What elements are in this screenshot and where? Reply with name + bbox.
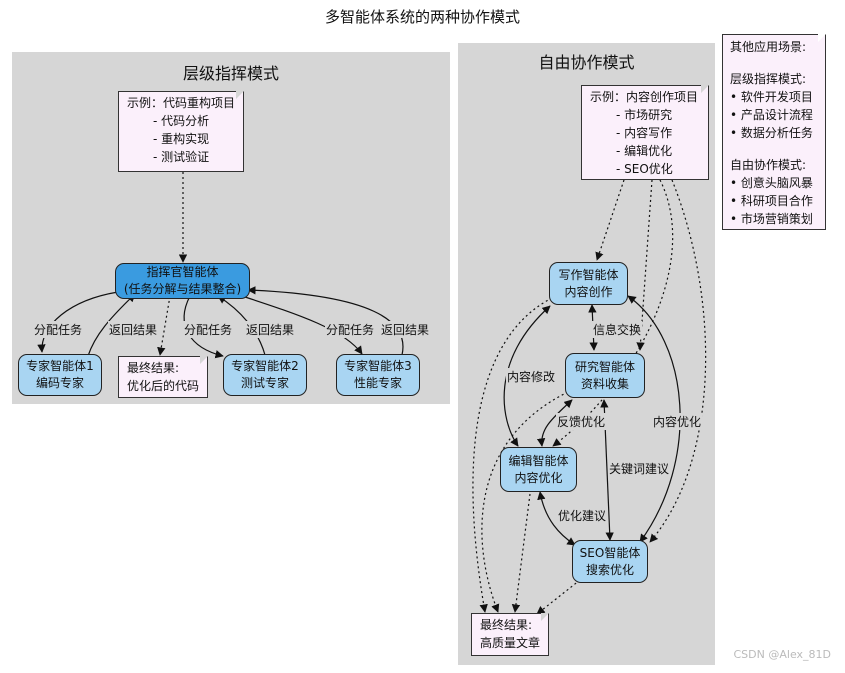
diagram-title: 多智能体系统的两种协作模式: [324, 8, 520, 26]
research-agent: 研究智能体 资料收集: [565, 353, 645, 398]
label-keyword: 关键词建议: [608, 460, 671, 477]
writer-agent: 写作智能体 内容创作: [549, 262, 628, 305]
edge-return-3: [247, 286, 404, 356]
commander-agent: 指挥官智能体 (任务分解与结果整合): [115, 263, 250, 299]
hierarchical-result-note: 最终结果: 优化后的代码: [118, 356, 208, 398]
edge-research-to-result: [481, 391, 569, 613]
edge-seo-to-result: [536, 579, 581, 615]
label-info-exchange: 信息交换: [592, 321, 643, 338]
label-feedback: 反馈优化: [556, 413, 607, 430]
editor-agent: 编辑智能体 内容优化: [500, 447, 577, 492]
label-return-3: 返回结果: [380, 321, 431, 338]
hierarchical-panel: 层级指挥模式: [12, 52, 450, 404]
edge-note-to-seo: [649, 179, 707, 543]
label-assign-2: 分配任务: [183, 321, 234, 338]
edge-assign-1: [37, 291, 119, 353]
edge-writer-seo: [627, 295, 681, 543]
edge-writer-to-result: [472, 297, 553, 613]
label-return-1: 返回结果: [108, 321, 159, 338]
label-content-optimize: 内容优化: [652, 413, 703, 430]
hierarchical-panel-title: 层级指挥模式: [182, 64, 279, 83]
edge-note-to-writer: [595, 179, 625, 261]
watermark: CSDN @Alex_81D: [733, 648, 832, 661]
edge-research-editor: [536, 399, 573, 447]
edge-editor-to-result: [511, 493, 531, 613]
edge-editor-seo: [537, 491, 576, 546]
other-scenarios-note: 其他应用场景: 层级指挥模式: • 软件开发项目 • 产品设计流程 • 数据分析…: [722, 34, 826, 230]
label-suggest: 优化建议: [557, 507, 608, 524]
label-content-modify: 内容修改: [506, 368, 557, 385]
free-collab-panel-title: 自由协作模式: [538, 53, 635, 72]
label-return-2: 返回结果: [245, 321, 296, 338]
edge-assign-3: [241, 295, 363, 355]
edge-note-to-editor: [552, 179, 674, 447]
label-assign-3: 分配任务: [325, 321, 376, 338]
expert-agent-3: 专家智能体3 性能专家: [336, 354, 420, 396]
edge-note-to-research: [636, 179, 653, 351]
label-assign-1: 分配任务: [33, 321, 84, 338]
free-result-note: 最终结果: 高质量文章: [471, 613, 549, 656]
free-example-note: 示例：内容创作项目 - 市场研究 - 内容写作 - 编辑优化 - SEO优化: [581, 85, 709, 180]
edge-return-1: [87, 293, 136, 357]
expert-agent-1: 专家智能体1 编码专家: [18, 354, 102, 396]
hierarchical-example-note: 示例：代码重构项目 - 代码分析 - 重构实现 - 测试验证: [118, 91, 244, 172]
edge-commander-to-result: [157, 295, 171, 356]
expert-agent-2: 专家智能体2 测试专家: [223, 354, 307, 396]
seo-agent: SEO智能体 搜索优化: [572, 540, 648, 583]
